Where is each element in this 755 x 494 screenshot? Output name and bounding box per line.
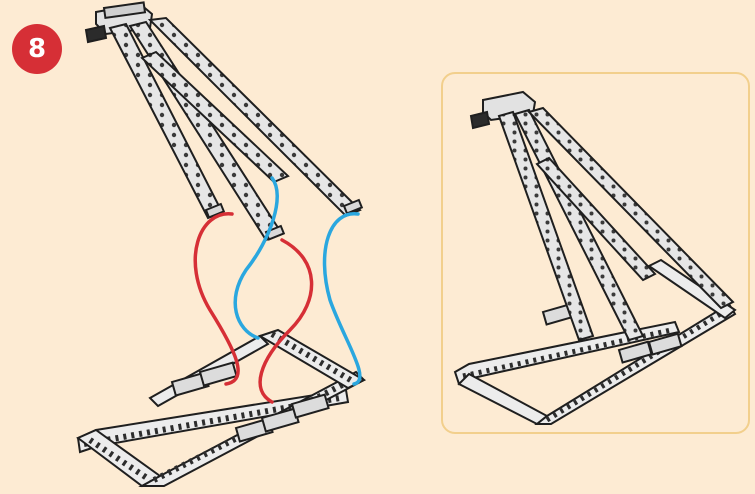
base-frame [78,330,364,486]
completed-assembly-panel [441,72,750,434]
completed-assembly-illustration [443,74,752,436]
upper-beams [86,2,362,240]
